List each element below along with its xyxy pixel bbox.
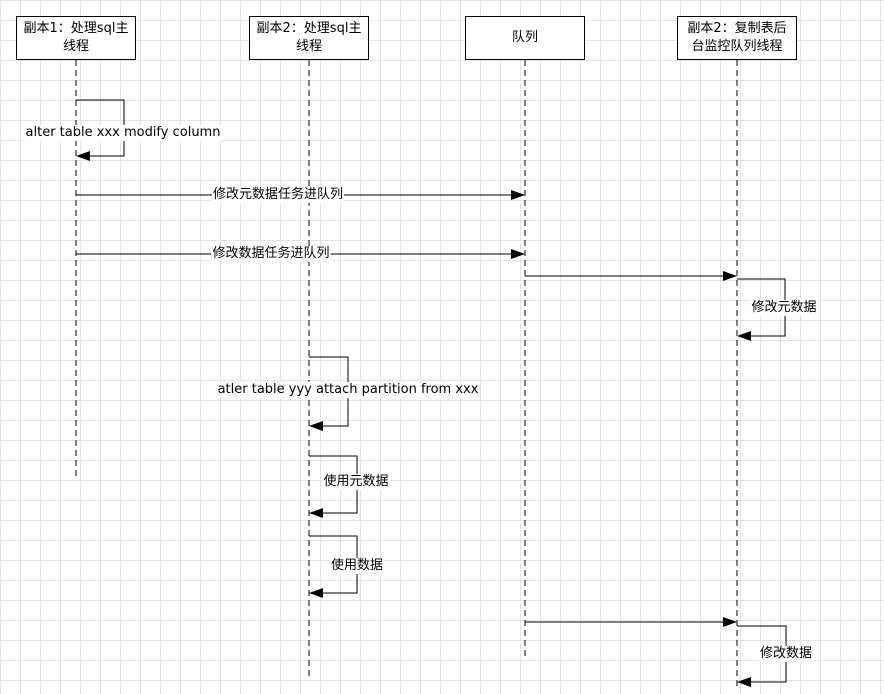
label-use-meta: 使用元数据 xyxy=(322,474,390,490)
actor-r1-main: 副本1：处理sql主线程 xyxy=(16,16,136,60)
label-enqueue-meta: 修改元数据任务进队列 xyxy=(211,187,345,203)
actor-queue: 队列 xyxy=(465,16,585,60)
actor-r2-main: 副本2：处理sql主线程 xyxy=(249,16,369,60)
label-modify-data: 修改数据 xyxy=(758,646,814,662)
label-use-data: 使用数据 xyxy=(329,558,385,574)
actor-r1-main-label: 副本1：处理sql主线程 xyxy=(23,21,129,54)
label-attach-partition: atler table yyy attach partition from xx… xyxy=(216,382,480,398)
label-modify-meta: 修改元数据 xyxy=(750,300,818,316)
actor-r2-main-label: 副本2：处理sql主线程 xyxy=(256,21,362,54)
actor-r2-monitor-label: 副本2：复制表后台监控队列线程 xyxy=(687,21,787,54)
actor-queue-label: 队列 xyxy=(511,30,538,45)
label-alter-modify: alter table xxx modify column xyxy=(24,125,222,141)
actor-r2-monitor: 副本2：复制表后台监控队列线程 xyxy=(677,16,797,60)
label-enqueue-data: 修改数据任务进队列 xyxy=(211,246,331,262)
